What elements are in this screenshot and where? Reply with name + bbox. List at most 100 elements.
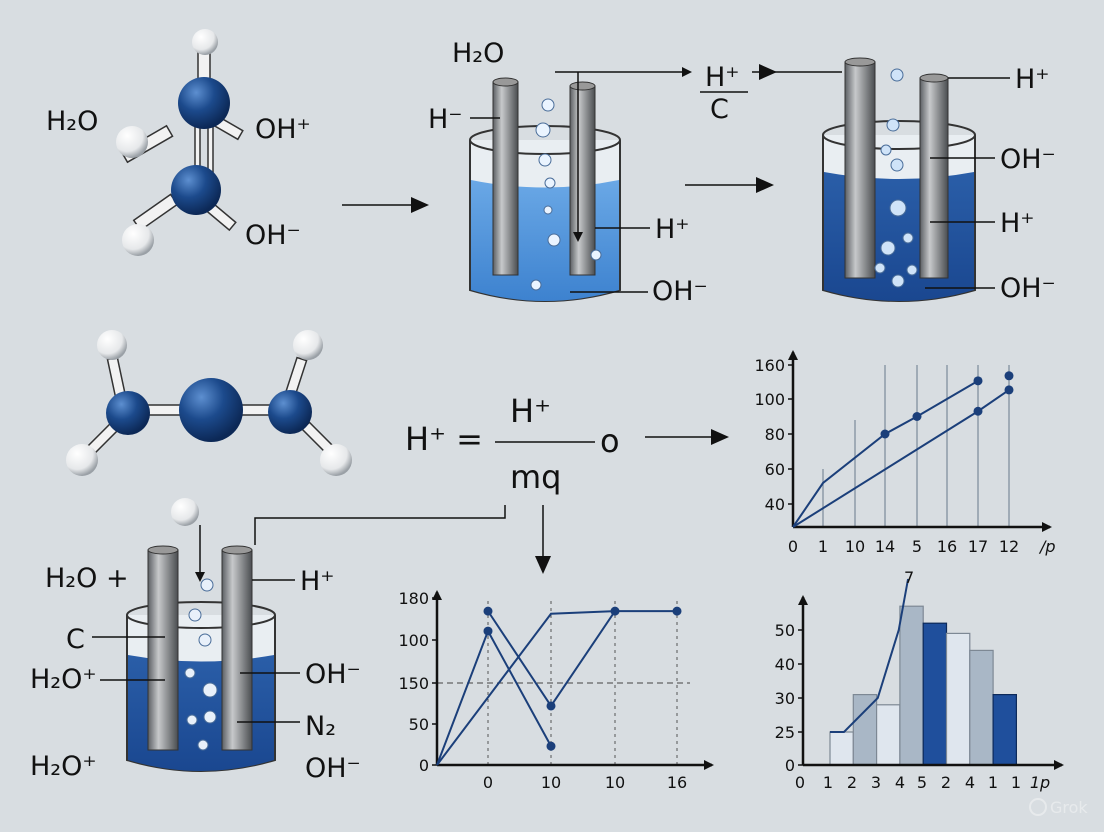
bubble: [202, 682, 218, 698]
bubble: [535, 122, 551, 138]
oxygen-atom: [171, 165, 221, 215]
x-tick-label: 1p: [1030, 773, 1050, 792]
oxygen-atom: [179, 378, 243, 442]
equation-numerator: H⁺: [510, 392, 551, 430]
bar: [992, 693, 1017, 766]
bubble: [906, 264, 918, 276]
x-tick-label: 10: [605, 773, 625, 792]
data-point: [912, 412, 922, 421]
bar: [922, 622, 948, 766]
y-tick-label: 0: [419, 756, 429, 775]
data-point: [546, 701, 556, 711]
y-tick-label: 180: [398, 589, 429, 608]
y-tick-label: 0: [785, 756, 795, 775]
electrode-left: [147, 549, 179, 751]
molecule-middle: [66, 330, 352, 476]
series-line: [436, 610, 616, 766]
bubble: [544, 177, 556, 189]
y-tick-label: 50: [409, 715, 429, 734]
hydrogen-atom: [171, 498, 199, 526]
x-tick-label: 1: [823, 773, 833, 792]
hydrogen-atom: [192, 29, 218, 55]
bubble: [203, 710, 217, 724]
series-line: [487, 610, 677, 708]
electrode-right: [919, 77, 949, 279]
label-h2o: H₂O: [46, 106, 98, 137]
bubble: [538, 153, 552, 167]
x-tick-label: 5: [912, 537, 922, 556]
equation-lhs: H⁺ =: [405, 420, 483, 458]
data-point: [973, 376, 983, 386]
oxygen-atom: [106, 391, 150, 435]
data-point: [672, 606, 682, 616]
x-tick-label: 12: [999, 537, 1019, 556]
data-point: [483, 606, 493, 616]
x-tick-label: 0: [795, 773, 805, 792]
label-oh-plus: OH⁺: [255, 114, 311, 145]
hydrogen-atom: [66, 444, 98, 476]
y-tick-label: 50: [775, 621, 795, 640]
label-oh-minus: OH⁻: [305, 659, 361, 690]
y-tick-label: 80: [765, 425, 785, 444]
bubble: [547, 233, 561, 247]
y-tick-label: 30: [775, 689, 795, 708]
x-tick-label: 16: [667, 773, 687, 792]
x-tick-label: 4: [895, 773, 905, 792]
electrode-right: [569, 85, 596, 276]
x-tick-label: 14: [875, 537, 895, 556]
bubble: [890, 68, 904, 82]
bubble: [186, 714, 198, 726]
series-line: [436, 628, 552, 766]
bar: [945, 632, 971, 766]
hydrogen-atom: [320, 444, 352, 476]
bubble: [198, 633, 212, 647]
bar: [899, 605, 924, 766]
label-h-minus: H⁻: [428, 104, 463, 135]
bar: [875, 704, 901, 766]
y-tick-label: 100: [754, 390, 785, 409]
bar: [969, 649, 994, 766]
electrode-left: [844, 61, 876, 279]
oxygen-atom: [178, 77, 230, 129]
x-tick-label: 10: [845, 537, 865, 556]
bubble: [541, 98, 555, 112]
bar: [852, 693, 878, 766]
equation: H⁺ = H⁺ o mq: [405, 392, 620, 496]
label-h2o-plus: H₂O +: [45, 563, 129, 594]
data-point: [1004, 371, 1014, 381]
x-tick-label: 16: [937, 537, 957, 556]
data-point: [973, 406, 983, 416]
y-tick-label: 40: [775, 655, 795, 674]
bubbles: [530, 98, 602, 291]
bubble: [890, 158, 904, 172]
x-tick-label: 1: [818, 537, 828, 556]
connector-line: [254, 505, 506, 545]
label-h2o: H₂O: [452, 38, 504, 69]
bubble: [543, 205, 553, 215]
bubble: [902, 232, 914, 244]
bubble: [889, 199, 907, 217]
fraction-top: H⁺ C: [700, 62, 842, 125]
y-tick-label: 150: [398, 674, 429, 693]
x-tick-label: 2: [847, 773, 857, 792]
hydrogen-atom: [116, 126, 148, 158]
x-tick-label: 3: [871, 773, 881, 792]
bubble: [886, 118, 900, 132]
y-tick-label: 100: [398, 631, 429, 650]
label-h-plus: H⁺: [300, 566, 335, 597]
beaker-1: H₂O H⁻ H⁺ OH⁻: [428, 38, 708, 307]
bubble: [200, 578, 214, 592]
bubble: [891, 274, 905, 288]
data-point: [546, 741, 556, 751]
electrode-right: [221, 549, 253, 751]
equation-denominator: mq: [510, 458, 561, 496]
x-tick-label: 0: [788, 537, 798, 556]
label-h2o-ion: H₂O⁺: [30, 664, 97, 695]
beaker-2: H⁺ OH⁻ H⁺ OH⁻: [822, 57, 1056, 304]
label-h2o-ion: H₂O⁺: [30, 751, 97, 782]
hydrogen-atom: [122, 224, 154, 256]
